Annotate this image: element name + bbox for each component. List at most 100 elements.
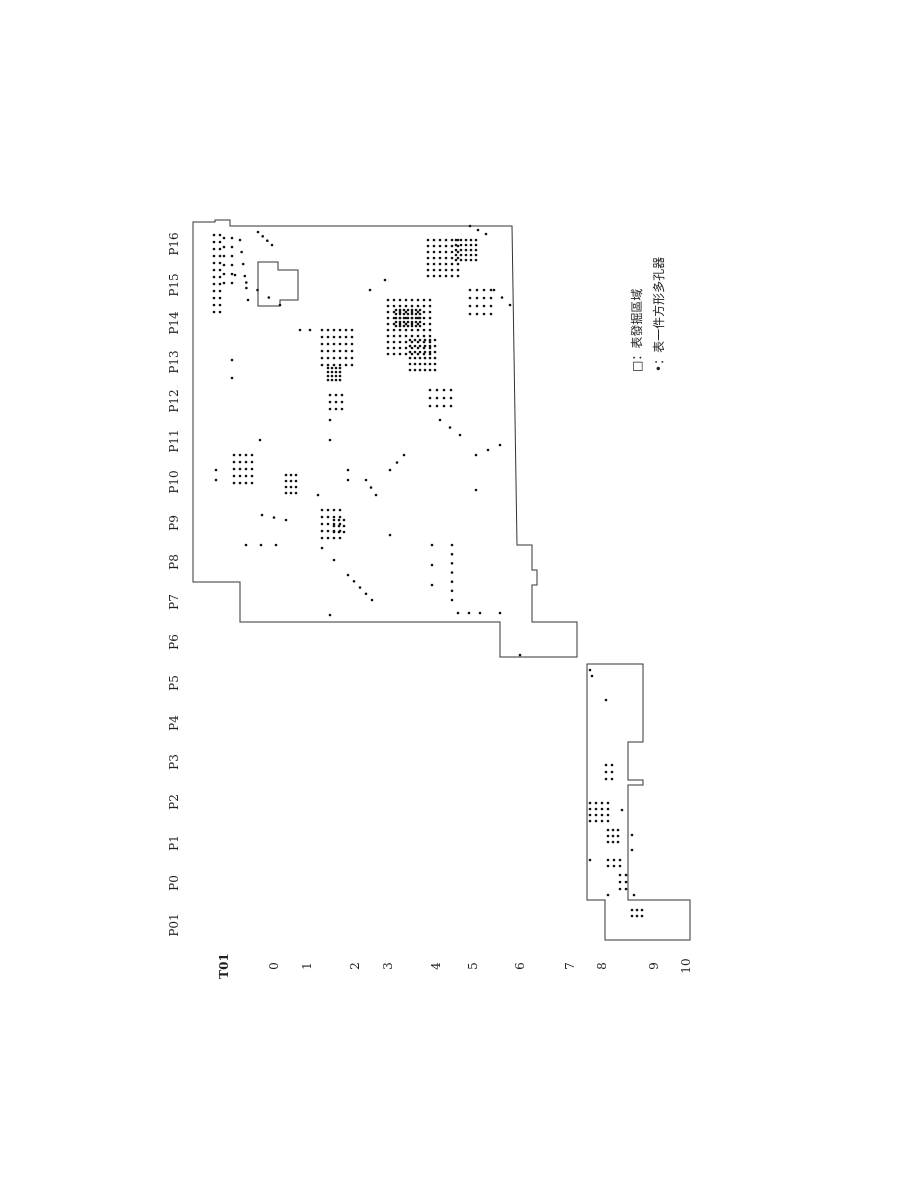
find-dot: [418, 312, 422, 316]
find-dot: [332, 349, 336, 353]
find-dot: [416, 340, 420, 344]
find-dot: [456, 268, 460, 272]
find-dot: [232, 460, 236, 464]
find-dot: [416, 298, 420, 302]
find-dot: [413, 344, 417, 348]
find-dot: [344, 328, 348, 332]
find-dot: [422, 340, 426, 344]
legend-find-symbol: •: [652, 365, 666, 372]
find-dot: [326, 366, 330, 370]
find-dot: [332, 558, 336, 562]
find-dot: [344, 356, 348, 360]
find-dot: [414, 324, 418, 328]
find-dot: [326, 328, 330, 332]
find-dot: [456, 250, 460, 254]
find-dot: [432, 250, 436, 254]
find-dot: [468, 296, 472, 300]
find-dot: [214, 468, 218, 472]
find-dot: [398, 324, 402, 328]
col-label-p9: P9: [167, 515, 181, 531]
find-dot: [316, 493, 320, 497]
find-dot: [489, 288, 493, 292]
find-dot: [344, 363, 348, 367]
find-dot: [404, 328, 408, 332]
find-dot: [464, 258, 468, 262]
find-dot: [611, 834, 615, 838]
find-dot: [404, 352, 408, 356]
find-dot: [430, 583, 434, 587]
find-dot: [386, 352, 390, 356]
find-dot: [392, 340, 396, 344]
find-dot: [428, 344, 432, 348]
find-dot: [444, 244, 448, 248]
find-dot: [398, 320, 402, 324]
find-dot: [398, 308, 402, 312]
find-dot: [398, 316, 402, 320]
find-dot: [450, 238, 454, 242]
find-dot: [458, 433, 462, 437]
find-dot: [459, 253, 463, 257]
find-dot: [332, 328, 336, 332]
find-dot: [418, 316, 422, 320]
find-dot: [330, 378, 334, 382]
find-dot: [418, 350, 422, 354]
find-dot: [218, 303, 222, 307]
row-label-5: 5: [466, 962, 480, 970]
find-dot: [320, 529, 324, 533]
find-dot: [340, 407, 344, 411]
find-dot: [244, 460, 248, 464]
find-dot: [332, 522, 336, 526]
find-dot: [294, 479, 298, 483]
find-dot: [604, 763, 608, 767]
find-dot: [438, 262, 442, 266]
find-dot: [298, 328, 302, 332]
find-dot: [230, 358, 234, 362]
find-dot: [618, 887, 622, 891]
find-dot: [624, 887, 628, 891]
find-dot: [476, 228, 480, 232]
col-label-p6: P6: [167, 634, 181, 650]
find-dot: [338, 366, 342, 370]
find-dot: [600, 807, 604, 811]
col-label-p14: P14: [167, 311, 181, 335]
find-dot: [410, 340, 414, 344]
find-dot: [394, 324, 398, 328]
find-dot: [442, 388, 446, 392]
find-dot: [482, 288, 486, 292]
find-dot: [340, 393, 344, 397]
find-dot: [402, 312, 406, 316]
find-dot: [370, 598, 374, 602]
find-dot: [428, 350, 432, 354]
col-label-p8: P8: [167, 554, 181, 570]
find-dot: [450, 274, 454, 278]
find-dot: [266, 239, 269, 242]
find-dot: [218, 233, 222, 237]
find-dot: [260, 513, 264, 517]
find-dot: [392, 322, 396, 326]
find-dot: [467, 611, 471, 615]
find-dot: [274, 543, 278, 547]
find-dot: [270, 243, 274, 247]
find-dot: [454, 243, 458, 247]
find-dot: [338, 342, 342, 346]
find-dot: [344, 342, 348, 346]
find-dot: [454, 248, 458, 252]
find-dot: [332, 515, 336, 519]
find-dot: [606, 813, 610, 817]
find-dot: [428, 368, 432, 372]
find-dot: [428, 362, 432, 366]
find-dot: [392, 298, 396, 302]
find-dot: [398, 298, 402, 302]
find-dot: [489, 296, 493, 300]
find-dot: [418, 320, 422, 324]
find-dot: [459, 258, 463, 262]
col-label-p4: P4: [167, 715, 181, 731]
find-dot: [328, 400, 332, 404]
row-label-6: 6: [513, 962, 527, 970]
find-dot: [250, 453, 254, 457]
find-dot: [450, 589, 454, 593]
find-dot: [214, 478, 218, 482]
find-dot: [395, 461, 399, 464]
find-dot: [422, 316, 426, 320]
find-dot: [450, 552, 454, 556]
